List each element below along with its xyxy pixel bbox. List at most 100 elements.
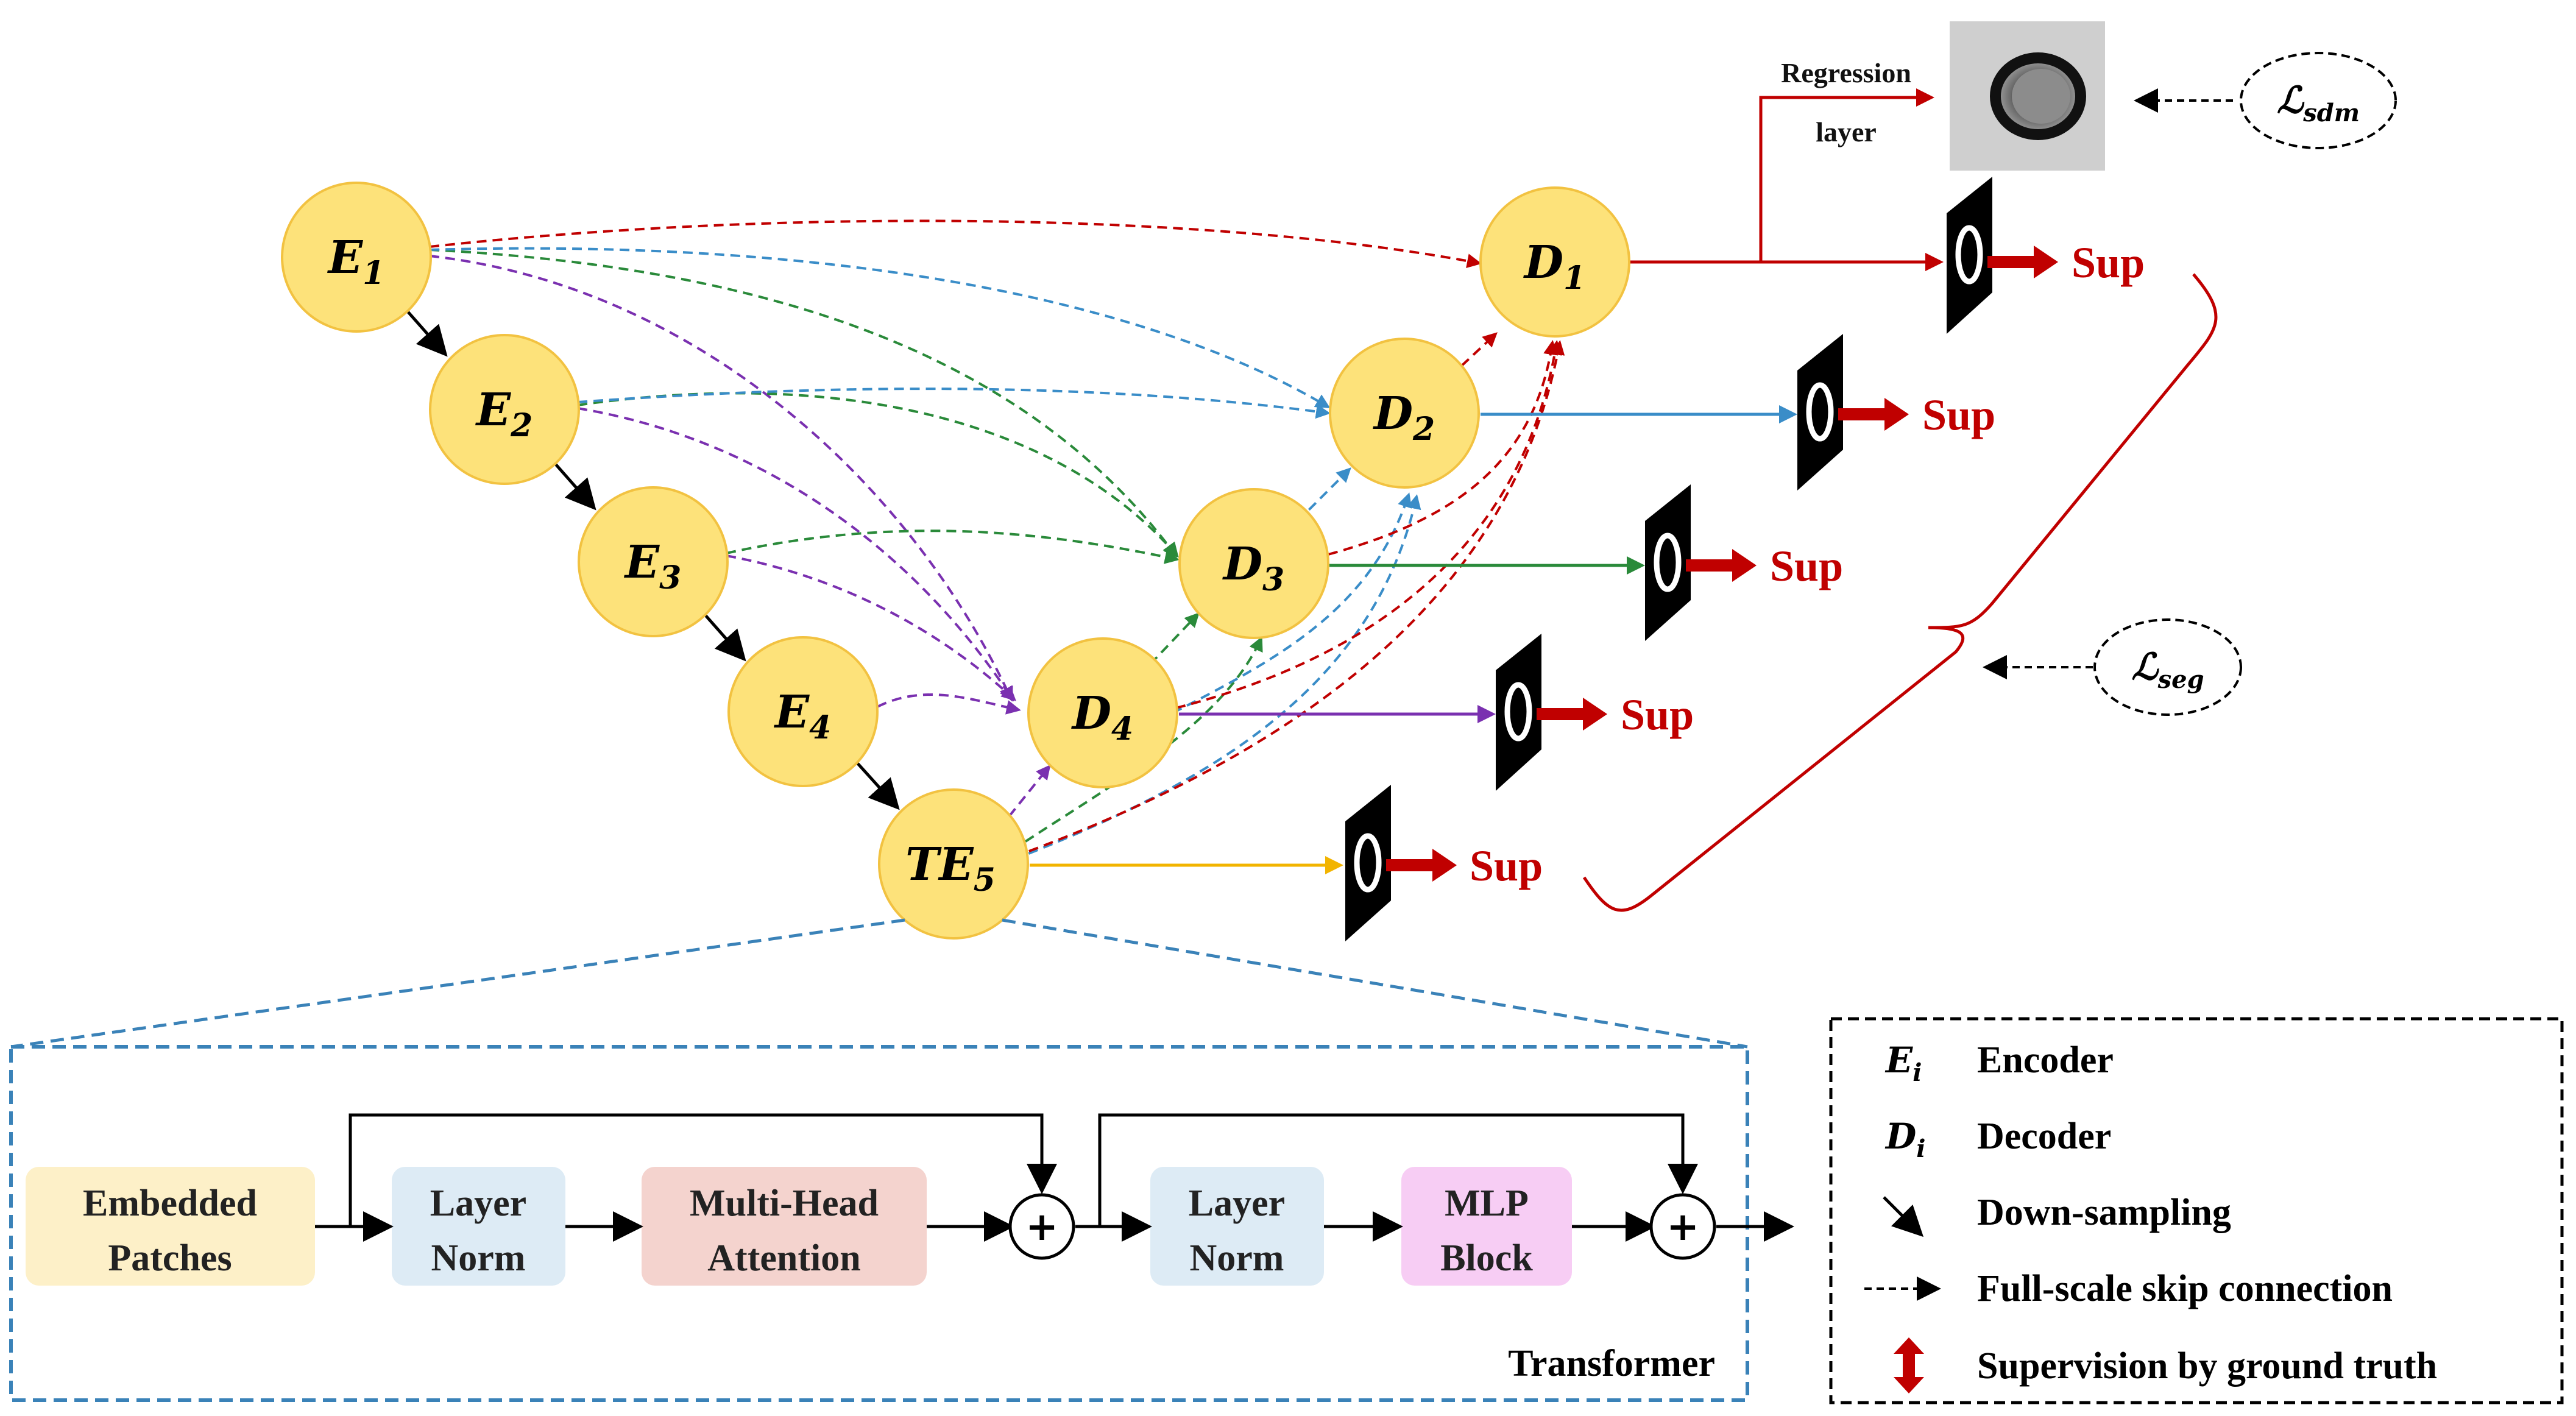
loss-seg-symbol: ℒseg xyxy=(2131,646,2204,694)
skip-e2-d2 xyxy=(577,388,1331,419)
loss-seg: ℒseg xyxy=(2093,618,2242,716)
downsampling-icon xyxy=(1883,1196,1924,1237)
zoom-line-left xyxy=(10,918,905,1049)
skip-te5-d1 xyxy=(999,340,1565,863)
transformer-title: Transformer xyxy=(1508,1343,1715,1384)
block-embedded-patches-line1: Embedded xyxy=(83,1183,257,1224)
sup-arrow-1 xyxy=(1987,246,2058,278)
loss-sdm: ℒsdm xyxy=(2240,52,2397,149)
skip-e4-d4 xyxy=(877,693,1021,715)
skips-to-d1 xyxy=(429,219,1565,863)
block-multi-head-attention: Multi-Head Attention xyxy=(642,1167,927,1286)
e2-label: E2 xyxy=(475,384,533,444)
legend-downsampling-label: Down-sampling xyxy=(1977,1192,2231,1233)
sdm-map-image xyxy=(1950,21,2105,171)
gt-mask-d3 xyxy=(1645,484,1691,641)
svg-text:+: + xyxy=(1666,1205,1699,1250)
sup-label-3: Sup xyxy=(1770,542,1843,590)
add-node-2: + xyxy=(1649,1193,1716,1260)
downsample-e2-e3 xyxy=(554,463,596,511)
d4-label: D4 xyxy=(1071,687,1133,748)
sup-arrow-2 xyxy=(1838,398,1909,431)
svg-text:+: + xyxy=(1025,1205,1058,1250)
skips-to-d2 xyxy=(429,247,1421,866)
skip-d4-d2 xyxy=(1172,492,1412,714)
skip-e1-d1 xyxy=(429,219,1482,269)
regression-label-line2: layer xyxy=(1816,116,1877,147)
skip-e3-d4 xyxy=(726,554,1016,701)
legend-skip: Full-scale skip connection xyxy=(1864,1268,2393,1309)
e4-label: E4 xyxy=(774,686,832,746)
output-arrows xyxy=(1030,88,1944,874)
legend-supervision: Supervision by ground truth xyxy=(1894,1337,2437,1393)
block-layer-norm-1-line2: Norm xyxy=(431,1237,526,1279)
transformer-box xyxy=(9,1045,1749,1402)
legend-supervision-label: Supervision by ground truth xyxy=(1977,1345,2437,1387)
downsample-e3-e4 xyxy=(704,614,746,662)
legend-decoder-symbol: Di xyxy=(1884,1116,1926,1163)
e3-label: E3 xyxy=(624,536,682,596)
add-node-1: + xyxy=(1008,1193,1075,1260)
skip-d3-d1 xyxy=(1328,340,1558,556)
regression-label-line1: Regression xyxy=(1781,57,1911,88)
skip-d4-d3 xyxy=(1149,612,1200,665)
gt-mask-d4 xyxy=(1496,634,1541,791)
legend-encoder-symbol: Ei xyxy=(1884,1039,1922,1087)
skip-d2-d1 xyxy=(1449,332,1498,378)
downsample-e4-te5 xyxy=(855,760,900,810)
encoder-e3: E3 xyxy=(578,486,729,637)
decoder-d3: D3 xyxy=(1178,488,1329,639)
legend-decoder: Di Decoder xyxy=(1884,1116,2111,1163)
sup-label-1: Sup xyxy=(2072,238,2145,287)
block-embedded-patches-line2: Patches xyxy=(108,1237,232,1279)
sup-label-4: Sup xyxy=(1621,690,1694,739)
decoder-d4: D4 xyxy=(1027,637,1178,788)
skip-e3-d3 xyxy=(726,529,1180,564)
transformer-encoder-te5: TE5 xyxy=(878,788,1029,940)
supervision-icon xyxy=(1894,1337,1924,1393)
legend-decoder-label: Decoder xyxy=(1977,1116,2111,1157)
legend-box xyxy=(1829,1017,2564,1404)
decoder-d1: D1 xyxy=(1479,186,1630,338)
block-mha-line2: Attention xyxy=(707,1237,860,1279)
block-layer-norm-1: Layer Norm xyxy=(392,1167,565,1286)
seg-bracket xyxy=(1582,273,2218,912)
skip-d3-d2 xyxy=(1297,467,1351,522)
skip-d4-d1 xyxy=(1175,340,1562,709)
legend-encoder: Ei Encoder xyxy=(1884,1039,2114,1087)
d2-label: D2 xyxy=(1373,388,1435,448)
block-mlp-line1: MLP xyxy=(1445,1183,1529,1224)
decoder-d2: D2 xyxy=(1329,338,1480,489)
block-layer-norm-2-line2: Norm xyxy=(1190,1237,1284,1279)
skips-to-d4 xyxy=(429,255,1051,830)
sup-label-5: Sup xyxy=(1470,841,1543,890)
encoder-e4: E4 xyxy=(727,636,879,787)
gt-mask-d1 xyxy=(1947,177,1992,334)
sup-arrow-4 xyxy=(1537,698,1607,731)
downsample-e1-e2 xyxy=(406,310,448,357)
skip-e1-d2 xyxy=(429,247,1331,409)
skip-e1-d4 xyxy=(429,255,1013,702)
skip-e1-d3 xyxy=(429,249,1178,558)
sup-arrow-5 xyxy=(1386,849,1457,882)
block-layer-norm-1-line1: Layer xyxy=(430,1183,526,1224)
sup-arrow-3 xyxy=(1686,549,1757,582)
encoder-e1: E1 xyxy=(281,182,432,333)
legend-encoder-label: Encoder xyxy=(1977,1039,2114,1081)
skip-te5-d4 xyxy=(998,764,1051,830)
gt-mask-te5 xyxy=(1345,785,1391,941)
sup-label-2: Sup xyxy=(1922,391,1995,439)
block-mha-line1: Multi-Head xyxy=(690,1183,879,1224)
block-mlp: MLP Block xyxy=(1401,1167,1572,1286)
regression-branch xyxy=(1759,88,1934,262)
block-layer-norm-2-line1: Layer xyxy=(1189,1183,1285,1224)
legend-skip-label: Full-scale skip connection xyxy=(1977,1268,2393,1309)
skip-e2-d4 xyxy=(577,407,1014,702)
transformer-flow xyxy=(315,1113,1794,1242)
downsampling-arrows xyxy=(406,310,900,810)
d3-label: D3 xyxy=(1222,538,1284,598)
block-mlp-line2: Block xyxy=(1440,1237,1533,1279)
block-embedded-patches: Embedded Patches xyxy=(26,1167,315,1286)
block-layer-norm-2: Layer Norm xyxy=(1150,1167,1324,1286)
zoom-line-right xyxy=(1002,918,1748,1049)
